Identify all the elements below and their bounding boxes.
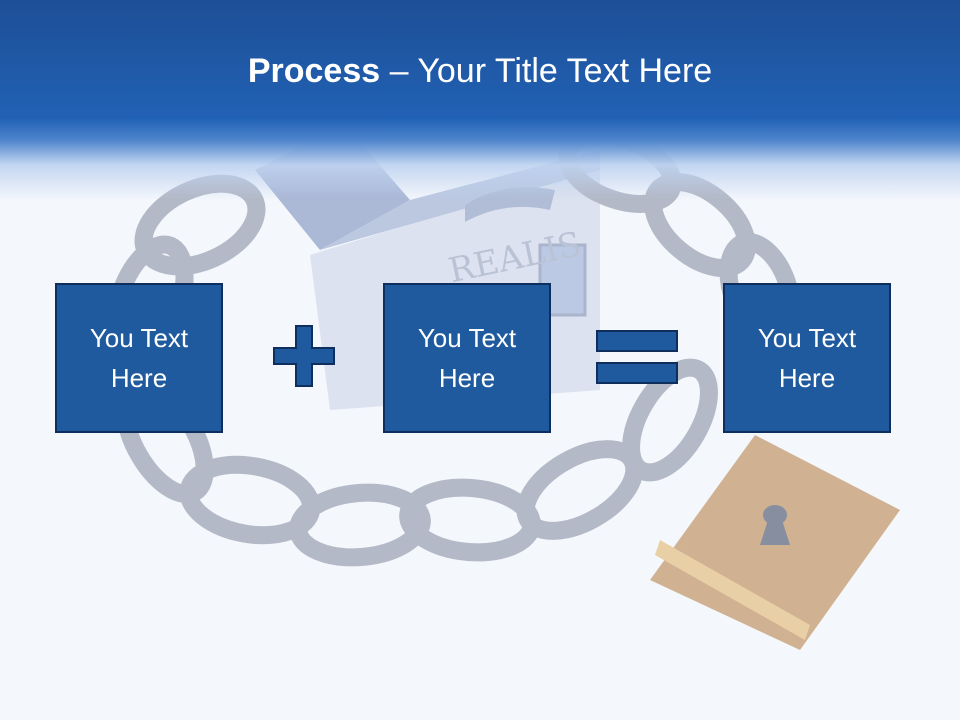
- plus-icon: [273, 325, 335, 387]
- equals-icon: [596, 330, 678, 384]
- padlock-illustration: [650, 435, 900, 650]
- process-box-2[interactable]: You Text Here: [383, 283, 551, 433]
- process-box-3[interactable]: You Text Here: [723, 283, 891, 433]
- process-box-1-text: You Text Here: [89, 323, 189, 393]
- title-rest-text: – Your Title Text Here: [380, 52, 713, 90]
- slide-title: Process – Your Title Text Here: [0, 52, 960, 91]
- process-box-1[interactable]: You Text Here: [55, 283, 223, 433]
- title-banner: [0, 0, 960, 200]
- process-box-2-text: You Text Here: [417, 323, 517, 393]
- title-bold-text: Process: [247, 52, 381, 90]
- process-box-3-text: You Text Here: [757, 323, 857, 393]
